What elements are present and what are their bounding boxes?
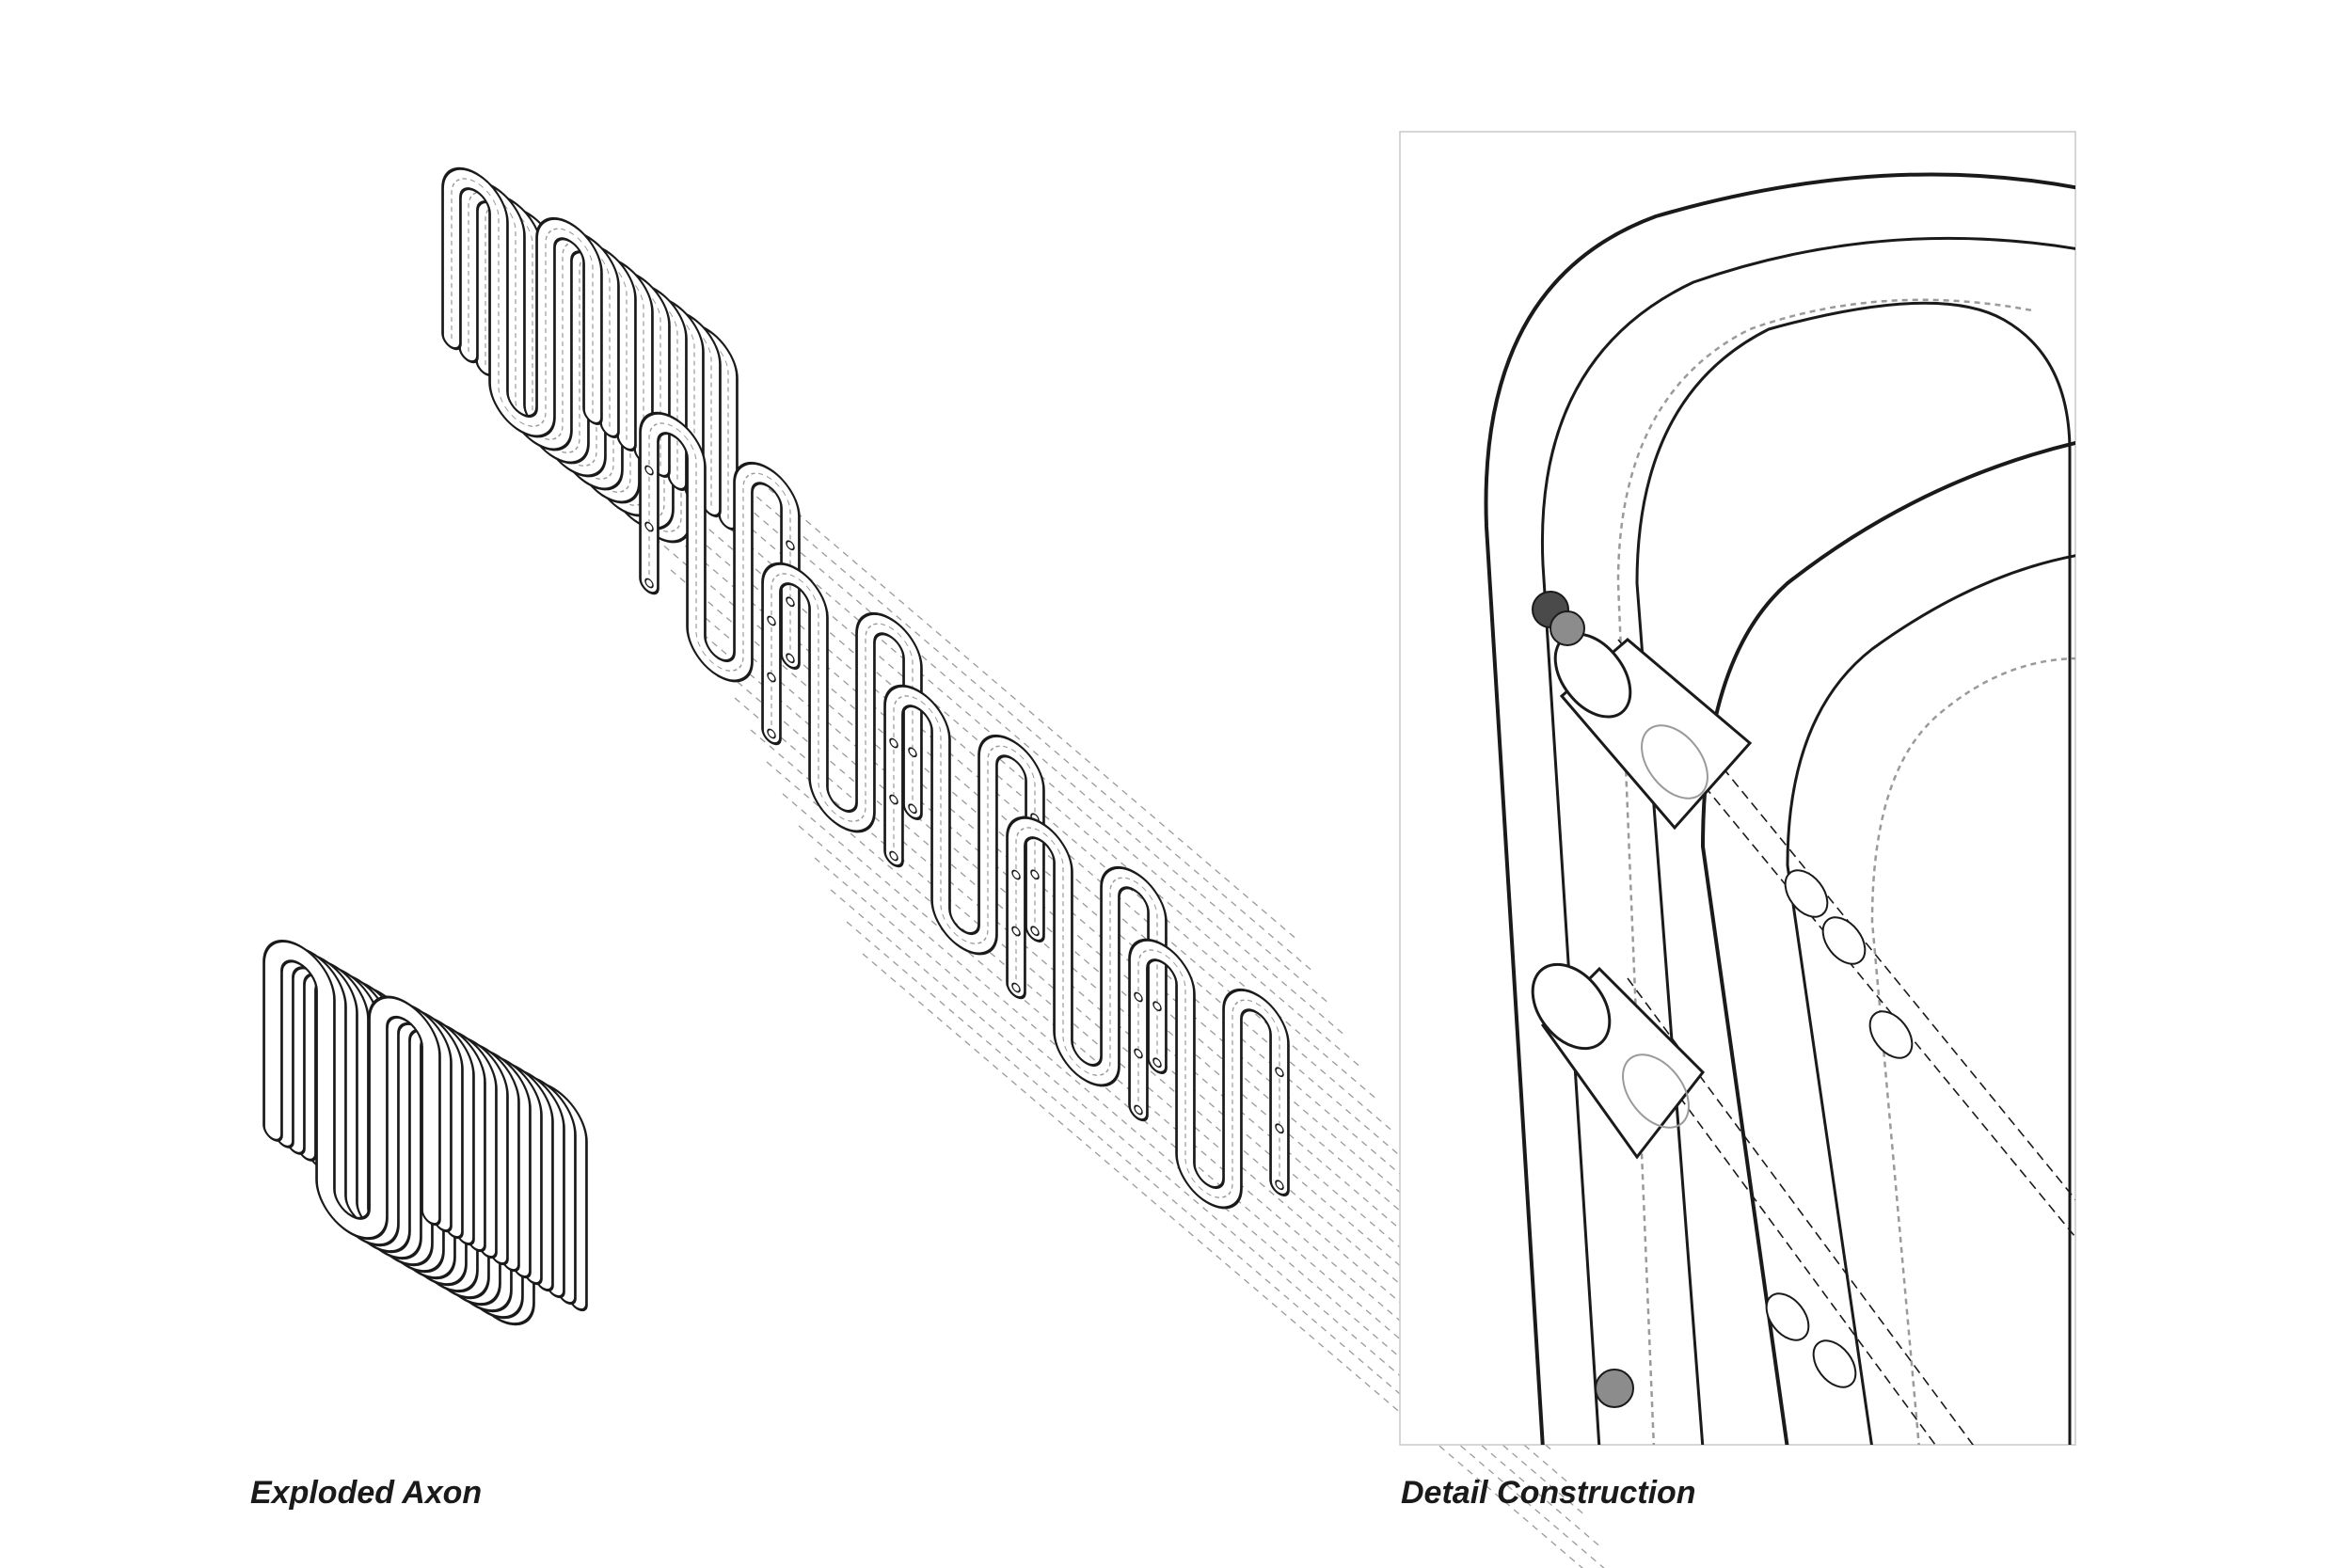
bolt-hole [1011, 869, 1021, 880]
bolt-hole [644, 465, 654, 476]
bolt-hole [1011, 982, 1021, 993]
bolt-hole [644, 521, 654, 532]
bolt-hole [1275, 1180, 1284, 1191]
fastener-head-grey [1595, 1369, 1634, 1408]
bolt-hole [1152, 1057, 1162, 1069]
bolt-hole [767, 672, 776, 683]
stack-top-layer [441, 166, 603, 438]
bolt-hole [889, 794, 898, 805]
bolt-hole [1275, 1067, 1284, 1078]
assembled-stack-bottom [262, 939, 588, 1326]
dowel-hole [1868, 1010, 1914, 1059]
spacer-cylinder-bottom [1531, 962, 1705, 1160]
exploded-panel [883, 684, 1045, 956]
bolt-hole [786, 653, 795, 664]
fastener-head-grey [1549, 610, 1585, 646]
bolt-hole [1030, 869, 1040, 880]
bolt-hole [1011, 926, 1021, 937]
caption-exploded-axon: Exploded Axon [250, 1475, 483, 1511]
caption-detail-construction: Detail Construction [1401, 1475, 1696, 1511]
bolt-hole [1030, 926, 1040, 937]
bolt-hole [644, 578, 654, 589]
bolt-hole [1275, 1123, 1284, 1134]
bolt-hole [786, 540, 795, 551]
spacer-cylinder-top [1553, 632, 1753, 831]
bolt-hole [1134, 1104, 1143, 1116]
bolt-hole [767, 728, 776, 739]
exploded-panel [1006, 816, 1168, 1087]
detail-construction-diagram [1399, 131, 2076, 1446]
bolt-hole [889, 850, 898, 862]
stack-bottom-layer [262, 939, 441, 1241]
bolt-hole [1134, 991, 1143, 1003]
bolt-hole [1134, 1048, 1143, 1059]
dowel-hole [1821, 916, 1867, 965]
bolt-hole [908, 747, 917, 758]
bolt-hole [889, 737, 898, 749]
exploded-panel [639, 411, 801, 683]
dowel-hole [1765, 1292, 1810, 1341]
bolt-hole [767, 615, 776, 626]
dowel-hole [1784, 869, 1829, 918]
bolt-hole [786, 596, 795, 608]
bolt-hole [1152, 1001, 1162, 1012]
dowel-hole [1812, 1339, 1857, 1388]
exploded-panels [639, 411, 1290, 1210]
exploded-panel [1128, 938, 1290, 1210]
exploded-panel [761, 562, 923, 833]
bolt-hole [908, 803, 917, 815]
detail-contents [1484, 172, 2075, 1445]
